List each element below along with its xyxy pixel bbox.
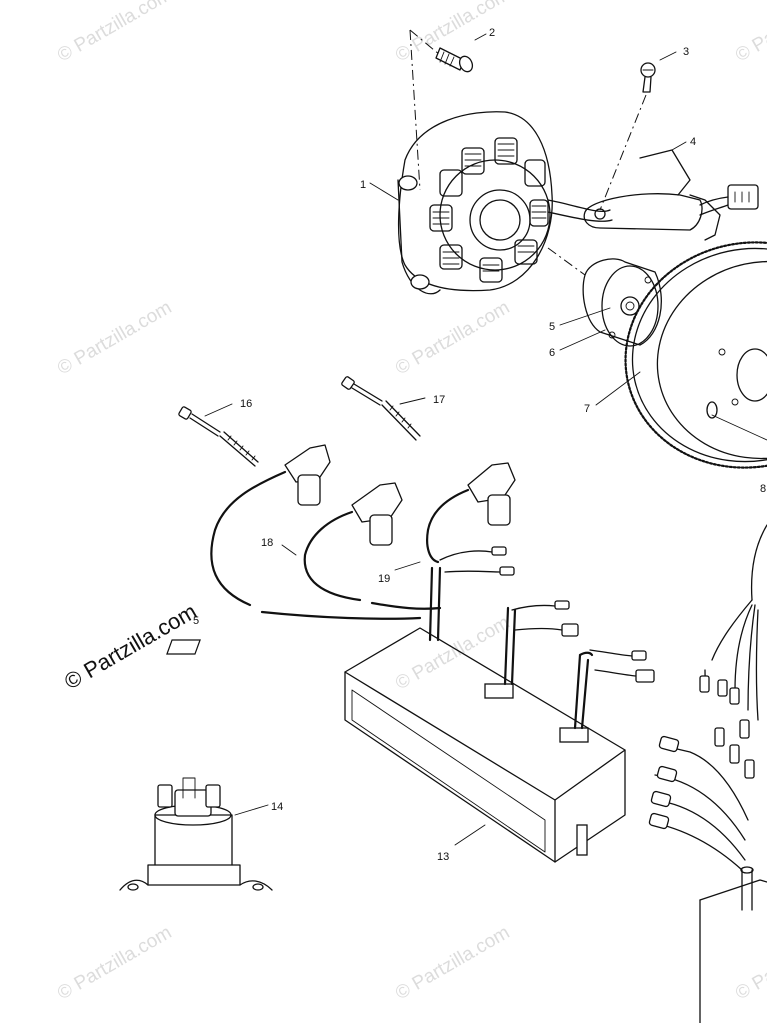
callout-labels: 1 2 3 4 5 6 7 8 13 14 16 17 18 19 5 bbox=[193, 27, 766, 863]
part-16-tie bbox=[178, 403, 259, 467]
callout-2: 2 bbox=[489, 27, 495, 39]
callout-18: 18 bbox=[261, 537, 273, 549]
callout-15: 5 bbox=[193, 615, 199, 627]
part-14-solenoid bbox=[119, 777, 273, 891]
watermark: © Partzilla.com bbox=[54, 297, 175, 379]
wiring-harness bbox=[648, 524, 767, 1023]
watermark: © Partzilla.com bbox=[732, 0, 767, 66]
callout-8: 8 bbox=[760, 483, 766, 495]
watermark: © Partzilla.com bbox=[392, 922, 513, 1004]
callout-17: 17 bbox=[433, 394, 445, 406]
part-2-screw bbox=[409, 29, 487, 73]
part-17-tie bbox=[341, 376, 426, 441]
callout-1: 1 bbox=[360, 179, 366, 191]
callout-19: 19 bbox=[378, 573, 390, 585]
callout-5: 5 bbox=[549, 321, 555, 333]
ignition-leads bbox=[210, 470, 470, 620]
callout-6: 6 bbox=[549, 347, 555, 359]
callout-13: 13 bbox=[437, 851, 449, 863]
terminal-leads bbox=[439, 546, 655, 683]
part-5-6-hub bbox=[547, 247, 662, 351]
watermark-layer: © Partzilla.com © Partzilla.com © Partzi… bbox=[54, 0, 767, 1004]
callout-4: 4 bbox=[690, 136, 696, 148]
part-13-cdi-box bbox=[166, 566, 626, 863]
part-3-screw bbox=[599, 51, 677, 211]
callout-3: 3 bbox=[683, 46, 689, 58]
part-4-bracket bbox=[583, 141, 759, 241]
part-1-stator bbox=[369, 111, 613, 295]
callout-16: 16 bbox=[240, 398, 252, 410]
part-7-flywheel bbox=[595, 241, 767, 469]
callout-14: 14 bbox=[271, 801, 283, 813]
watermark: © Partzilla.com bbox=[54, 922, 175, 1004]
watermark: © Partzilla.com bbox=[392, 612, 513, 694]
callout-7: 7 bbox=[584, 403, 590, 415]
watermark: © Partzilla.com bbox=[392, 297, 513, 379]
spark-plug-caps bbox=[284, 444, 516, 546]
watermark: © Partzilla.com bbox=[732, 922, 767, 1004]
alignment-line bbox=[409, 29, 421, 191]
watermark: © Partzilla.com bbox=[54, 0, 175, 66]
